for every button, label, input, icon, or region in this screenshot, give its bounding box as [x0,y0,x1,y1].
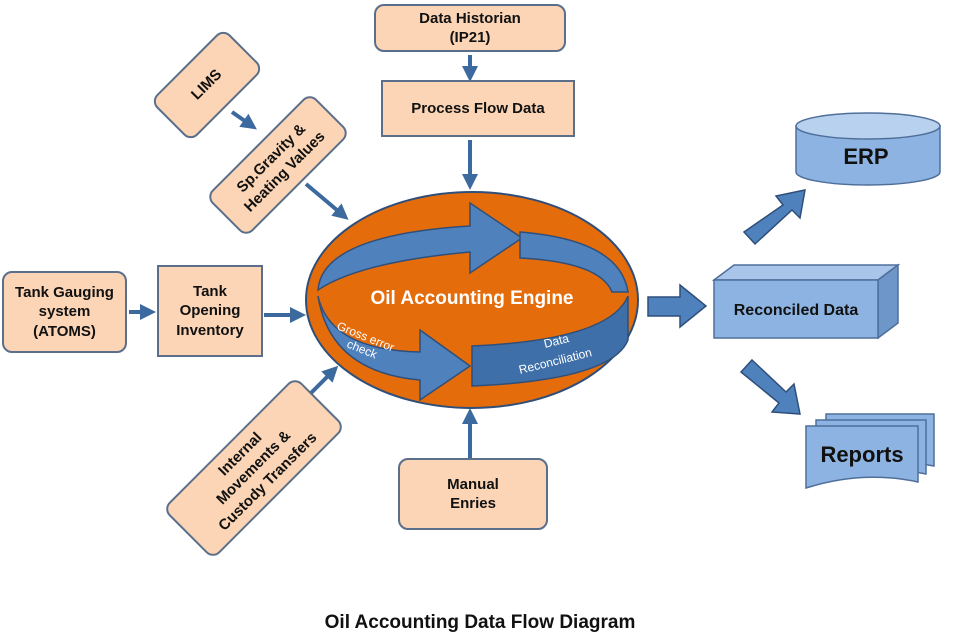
reports-documents: Reports [805,413,935,490]
reconciled-data-label: Reconciled Data [734,302,859,319]
oil-accounting-engine: Oil Accounting Engine Gross error check … [305,191,639,409]
engine-lower-ring-band [471,295,629,387]
data-historian-box: Data Historian (IP21) [374,4,566,52]
arrow-engine-to-reconciled [647,283,708,329]
tank-opening-inventory-box: Tank Opening Inventory [157,265,263,357]
arrow-gravity-to-engine [304,182,349,220]
arrow-lims-to-gravity [230,110,257,130]
arrow-reconciled-to-reports [739,358,801,415]
engine-title: Oil Accounting Engine [370,288,573,309]
reconciled-data-box: Reconciled Data [711,263,901,340]
engine-upper-ring-band [519,231,629,293]
engine-upper-cycle-arrow [317,201,524,292]
process-flow-data-box: Process Flow Data [381,80,575,137]
tank-gauging-box: Tank Gauging system (ATOMS) [2,271,127,353]
diagram-caption: Oil Accounting Data Flow Diagram [324,612,636,633]
erp-database: ERP [795,112,941,186]
manual-entries-box: Manual Enries [398,458,548,530]
reconciliation-label-line1: Data [542,331,570,351]
reports-label: Reports [820,442,903,467]
arrow-reconciled-to-erp [742,189,806,246]
engine-lower-cycle-arrow [317,295,472,402]
erp-label: ERP [843,144,888,169]
